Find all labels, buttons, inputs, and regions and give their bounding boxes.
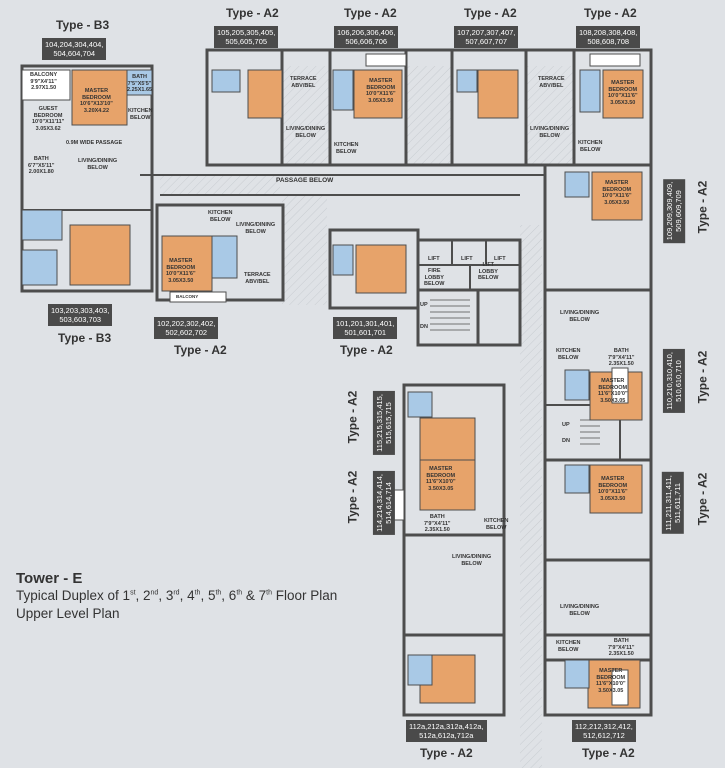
unit-box-112: 112,212,312,412,512,612,712: [572, 720, 636, 742]
unit-box-106: 106,206,306,406,506,606,706: [334, 26, 399, 48]
open-to-below-areas: [160, 66, 574, 768]
lift-label-3: LIFT: [494, 256, 506, 262]
type-title-a2-101: Type - A2: [340, 343, 393, 357]
unit-box-102: 102,202,302,402,502,602,702: [154, 317, 219, 339]
type-title-b3-mid: Type - B3: [58, 331, 112, 345]
unit-box-111: 111,211,311,411,511,611,711: [661, 472, 684, 534]
type-title-a2-102: Type - A2: [174, 343, 227, 357]
type-title-a2-107: Type - A2: [464, 6, 517, 20]
room-label-balcony-102: BALCONY: [176, 294, 199, 299]
stair-dn-label-right: DN: [562, 438, 570, 444]
caption-upper-level: Upper Level Plan: [16, 606, 120, 621]
caption-floor-plan: Typical Duplex of 1st, 2nd, 3rd, 4th, 5t…: [16, 588, 338, 603]
room-label-passage: 0.9M WIDE PASSAGE: [66, 140, 123, 146]
unit-box-108: 108,208,308,408,508,608,708: [576, 26, 641, 48]
bedroom-fills: [69, 69, 644, 709]
stair-dn-label: DN: [420, 324, 428, 330]
stair-up-label-right: UP: [562, 422, 570, 428]
type-title-a2-112: Type - A2: [582, 746, 635, 760]
type-title-a2-108: Type - A2: [584, 6, 637, 20]
unit-box-104: 104,204,304,404,504,604,704: [42, 38, 107, 60]
unit-box-115: 115,215,315,415,515,615,715: [372, 391, 395, 455]
lift-label-2: LIFT: [461, 256, 473, 262]
unit-box-110: 110,210,310,410,510,610,710: [662, 349, 685, 413]
unit-box-112a: 112a,212a,312a,412a,512a,612a,712a: [406, 720, 487, 742]
unit-box-103: 103,203,303,403,503,603,703: [48, 304, 113, 326]
balcony-fills: [21, 53, 641, 706]
type-title-a2-112a: Type - A2: [420, 746, 473, 760]
stair-up-label: UP: [420, 302, 428, 308]
type-title-a2-111: Type - A2: [695, 472, 710, 526]
unit-box-107: 107,207,307,407,507,607,707: [454, 26, 519, 48]
lift-label-1: LIFT: [428, 256, 440, 262]
type-title-a2-109: Type - A2: [695, 180, 710, 234]
type-title-a2-115: Type - A2: [345, 390, 360, 444]
type-title-b3-top: Type - B3: [56, 18, 110, 32]
type-title-a2-114: Type - A2: [345, 470, 360, 524]
caption-tower: Tower - E: [16, 570, 83, 587]
stair-treads: [430, 299, 600, 445]
type-title-a2-106: Type - A2: [344, 6, 397, 20]
unit-box-109: 109,209,309,409,509,609,709: [663, 178, 686, 244]
unit-box-101: 101,201,301,401,501,601,701: [333, 317, 398, 339]
bath-fills: [21, 69, 601, 689]
unit-box-105: 105,205,305,405,505,605,705: [214, 26, 279, 48]
type-title-a2-105: Type - A2: [226, 6, 279, 20]
passage-below-label: PASSAGE BELOW: [276, 177, 334, 184]
unit-box-114: 114,214,314,414,514,614,714: [372, 471, 395, 535]
type-title-a2-110: Type - A2: [695, 350, 710, 404]
